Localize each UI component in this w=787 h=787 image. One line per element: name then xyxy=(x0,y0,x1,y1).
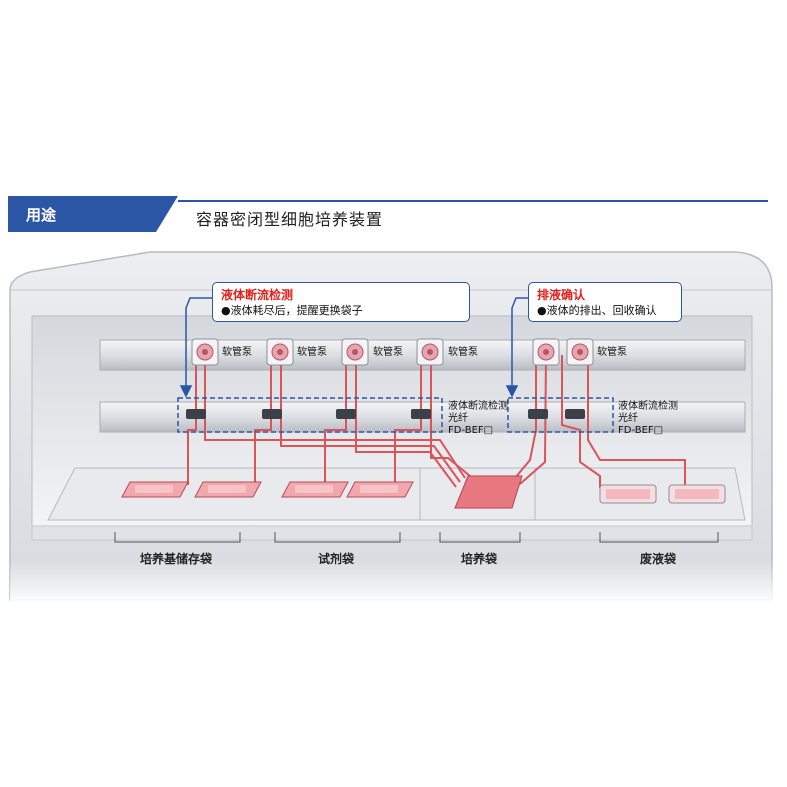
detection-zone-outlines xyxy=(177,397,614,433)
section-tab xyxy=(8,196,178,232)
reagent-bags xyxy=(281,481,414,498)
sensor-label-line3: FD-BEF□ xyxy=(618,425,664,436)
callout-arrows xyxy=(179,297,530,398)
callout-title: 液体断流检测 xyxy=(221,288,294,302)
callout-description: ●液体耗尽后，提醒更换袋子 xyxy=(221,304,363,317)
pump-label: 软管泵 xyxy=(448,347,478,358)
callout-liquid-shortage: 液体断流检测 ●液体耗尽后，提醒更换袋子 xyxy=(212,282,470,322)
sensor-label-right: 液体断流检测 光纤 FD-BEF□ xyxy=(618,401,678,437)
callout-description: ●液体的排出、回收确认 xyxy=(537,304,657,317)
pump-label: 软管泵 xyxy=(597,347,627,358)
page-title: 容器密闭型细胞培养装置 xyxy=(196,210,384,229)
label-medium-storage-bag: 培养基储存袋 xyxy=(140,552,213,566)
group-brackets xyxy=(114,532,719,543)
header-rule xyxy=(178,200,768,202)
culture-bag xyxy=(454,475,523,509)
section-label: 用途 xyxy=(26,206,57,224)
callout-drain-confirm: 排液确认 ●液体的排出、回收确认 xyxy=(528,282,682,322)
peristaltic-pumps xyxy=(191,338,594,366)
waste-bags xyxy=(599,484,726,504)
label-reagent-bag: 试剂袋 xyxy=(318,552,355,566)
pump-label: 软管泵 xyxy=(373,347,403,358)
pump-label: 软管泵 xyxy=(222,347,252,358)
sensor-label-line3: FD-BEF□ xyxy=(448,425,494,436)
label-waste-bag: 废液袋 xyxy=(640,552,677,566)
sensor-label-line1: 液体断流检测 xyxy=(618,401,678,412)
sensor-label-left: 液体断流检测 光纤 FD-BEF□ xyxy=(448,401,508,437)
fiber-sensors xyxy=(186,409,585,419)
callout-title: 排液确认 xyxy=(537,288,586,302)
sensor-label-line2: 光纤 xyxy=(448,413,468,424)
sensor-label-line2: 光纤 xyxy=(618,413,638,424)
tubing xyxy=(187,354,686,488)
sensor-label-line1: 液体断流检测 xyxy=(448,401,508,412)
medium-storage-bags xyxy=(121,481,262,498)
label-culture-bag: 培养袋 xyxy=(461,552,498,566)
pump-label: 软管泵 xyxy=(297,347,327,358)
